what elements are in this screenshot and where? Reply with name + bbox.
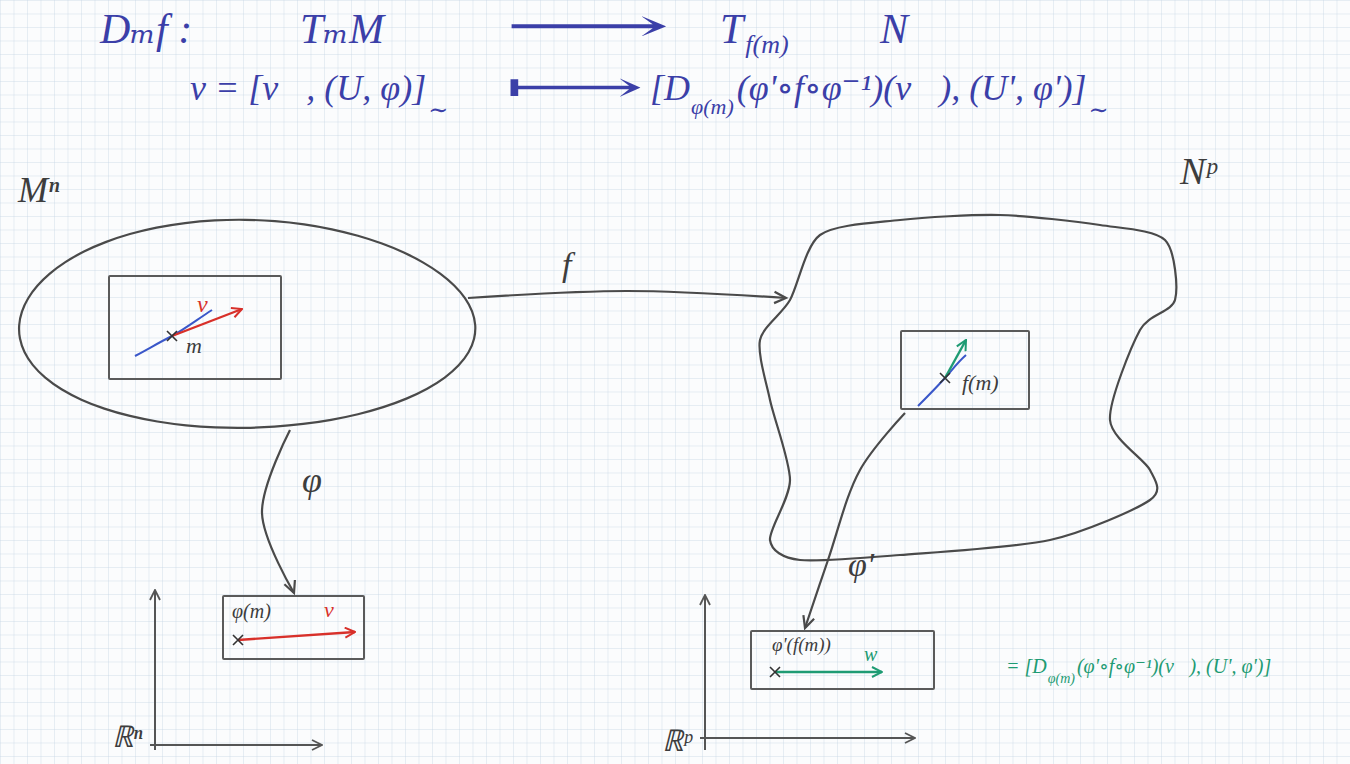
outline-path [759,215,1176,561]
outline-path [19,220,475,428]
vector-arrow [238,632,355,640]
arrowhead [774,292,786,303]
point-cross [770,667,780,677]
math-label: φ(m) [691,96,734,118]
point-cross [167,331,177,341]
math-label: [D [650,70,690,106]
point-name: φ'(f(m)) [772,635,831,654]
curve [918,355,966,406]
chart-domain: f(m) [900,330,1030,410]
curve [135,310,212,356]
math-label: T [720,8,743,50]
manifold-outline: vmMⁿ [10,215,480,435]
map-name: φ [302,462,322,498]
map-name: f [562,248,571,282]
math-label: (φ'∘f∘φ⁻¹)(v⃗), (U', φ')] [1077,656,1271,676]
point-name: φ(m) [232,601,271,621]
math-label: = [D [1006,656,1047,676]
math-label: φ(m) [1048,672,1075,686]
mapping-arrow [803,413,905,628]
arrow-line [468,291,786,298]
point-cross [940,373,950,383]
math-label: f(m) [745,32,788,58]
arrow-line [262,430,294,593]
arrowhead [803,615,814,628]
tangent-vector-name: v [197,292,208,316]
math-label: ⟶ [505,2,670,50]
outline [10,215,480,435]
manifold-name: Mⁿ [18,172,59,208]
math-label: (φ'∘f∘φ⁻¹)(v⃗), (U', φ')] [737,70,1087,106]
mapping-arrow [262,430,295,593]
math-label: Dₘf : [100,8,192,50]
manifold-name: Nᵖ [1180,152,1216,190]
map-name: φ' [848,548,874,582]
manifold-outline: f(m)Nᵖ [750,210,1190,570]
math-label: ∼ [1089,98,1109,122]
math-label: ℝᵖ [662,726,691,756]
arrowhead [284,580,295,593]
math-label: ∼ [428,98,448,122]
math-label: ⟼ [505,66,644,110]
point-name: f(m) [962,372,999,394]
mapping-arrow [468,291,786,303]
chart-image: φ(m) v⃗ [222,595,365,660]
point-cross [233,635,243,645]
axes-rn [150,590,322,750]
vector-arrow [775,671,882,673]
math-label: TₘM [300,8,384,50]
math-label: N [880,8,908,50]
point-name: m [186,335,202,357]
vector-name: w⃗ [864,644,893,664]
math-label: v = [v⃗, (U, φ)] [190,70,426,106]
arrow-line [805,413,905,628]
vector-name: v⃗ [324,599,351,621]
chart-domain: vm [108,275,282,380]
math-label: ℝⁿ [112,722,142,752]
chart-image: φ'(f(m)) w⃗ [750,630,935,690]
